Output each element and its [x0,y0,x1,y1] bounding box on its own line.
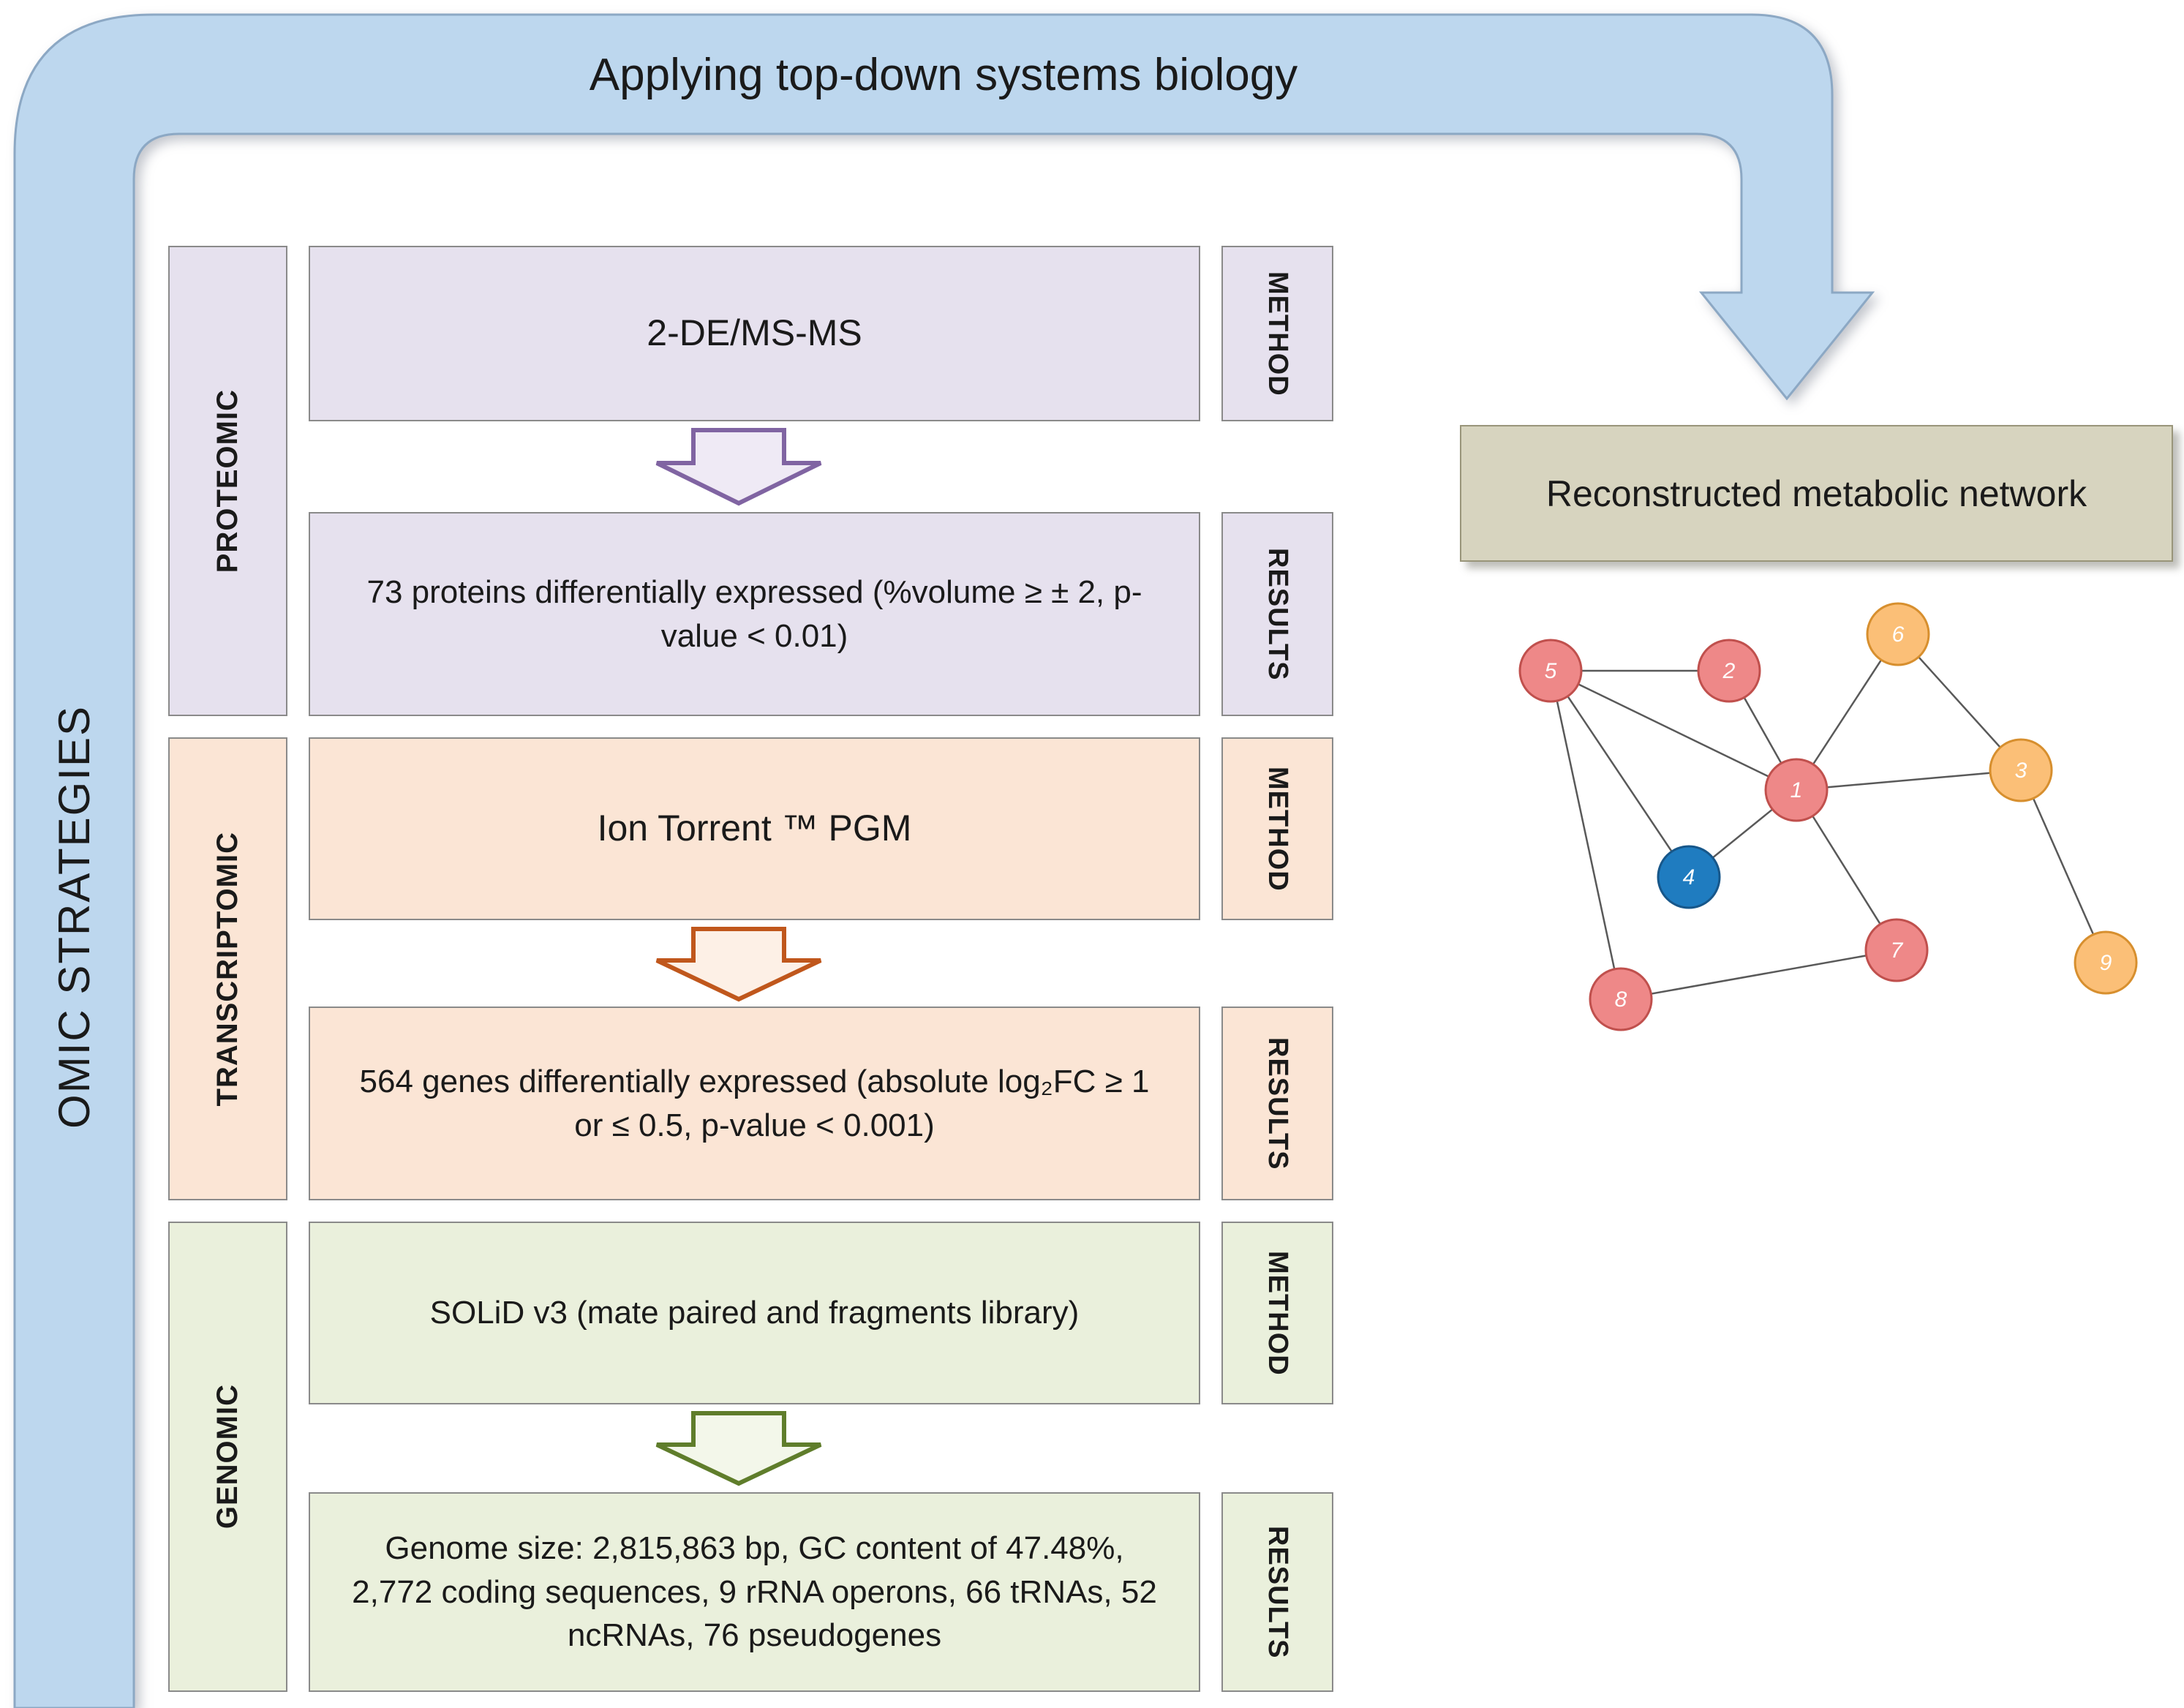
section-label-genomic-text: GENOMIC [211,1384,244,1530]
section-label-proteomic-text: PROTEOMIC [211,388,244,573]
section-label-transcriptomic: TRANSCRIPTOMIC [168,737,287,1200]
method-tag-genomic: METHOD [1221,1222,1333,1404]
results-tag-transcriptomic: RESULTS [1221,1007,1333,1200]
results-box-transcriptomic: 564 genes differentially expressed (abso… [309,1007,1200,1200]
proteomic-down-arrow [655,428,822,506]
results-box-genomic: Genome size: 2,815,863 bp, GC content of… [309,1492,1200,1692]
network-title-text: Reconstructed metabolic network [1545,473,2087,514]
method-tag-transcriptomic-text: METHOD [1262,766,1293,892]
results-box-proteomic: 73 proteins differentially expressed (%v… [309,512,1200,716]
section-label-genomic: GENOMIC [168,1222,287,1692]
banner-side-box: OMIC STRATEGIES [15,134,134,1699]
results-tag-transcriptomic-text: RESULTS [1262,1037,1293,1170]
results-tag-genomic-text: RESULTS [1262,1525,1293,1659]
method-box-genomic: SOLiD v3 (mate paired and fragments libr… [309,1222,1200,1404]
section-label-transcriptomic-text: TRANSCRIPTOMIC [211,831,244,1107]
method-tag-proteomic-text: METHOD [1262,271,1293,396]
results-tag-proteomic: RESULTS [1221,512,1333,716]
network-title-box: Reconstructed metabolic network [1460,425,2173,562]
method-tag-genomic-text: METHOD [1262,1250,1293,1376]
transcriptomic-down-arrow [655,927,822,1002]
banner-side-label: OMIC STRATEGIES [50,704,99,1129]
top-down-arrow [13,13,1875,1708]
genomic-down-arrow [655,1411,822,1486]
method-tag-proteomic: METHOD [1221,246,1333,421]
results-tag-proteomic-text: RESULTS [1262,547,1293,681]
banner-title: Applying top-down systems biology [589,49,1298,100]
section-label-proteomic: PROTEOMIC [168,246,287,716]
method-tag-transcriptomic: METHOD [1221,737,1333,920]
results-tag-genomic: RESULTS [1221,1492,1333,1692]
method-box-transcriptomic: Ion Torrent ™ PGM [309,737,1200,920]
method-box-proteomic: 2-DE/MS-MS [309,246,1200,421]
